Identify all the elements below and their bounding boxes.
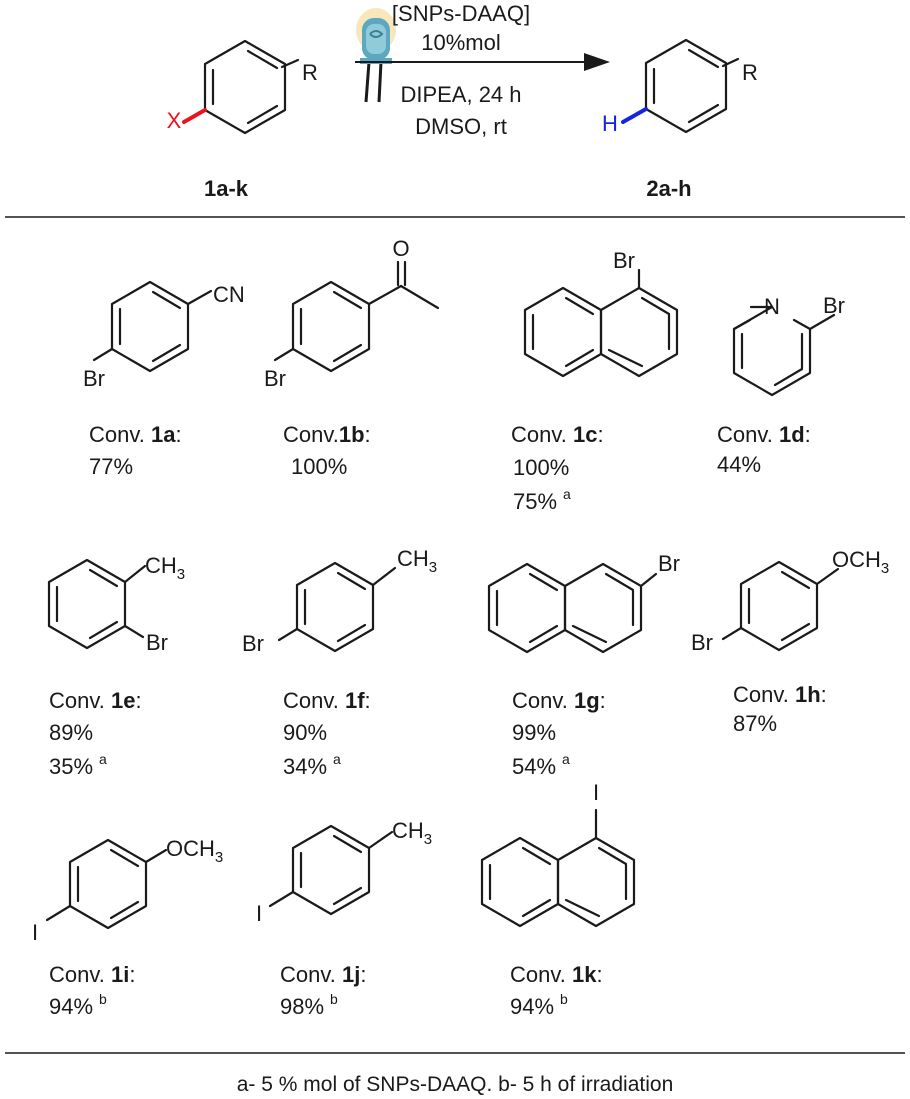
svg-text:Conv. 1e:: Conv. 1e: (49, 688, 142, 713)
svg-text:54%a: 54%a (512, 751, 570, 779)
h-bond (621, 107, 648, 124)
svg-text:Conv. 1c:: Conv. 1c: (511, 422, 604, 447)
base-time-text: DIPEA, 24 h (400, 82, 521, 107)
conv-1c-value-a: 75%a (513, 486, 571, 514)
1b-br-atom: Br (264, 366, 286, 391)
reactant-structure: X R (167, 39, 318, 135)
structure-1b: O Br (264, 236, 440, 391)
1f-br-atom: Br (242, 631, 264, 656)
structure-1a: CN Br (83, 280, 245, 391)
conversion-1d: Conv. 1d: 44% (717, 422, 811, 477)
conversion-1f: Conv. 1f: 90% 34%a (283, 688, 371, 779)
1j-ch3-atom: CH3 (392, 818, 432, 848)
structure-1c: Br (523, 248, 679, 378)
structure-1h: OCH3 Br (691, 547, 889, 655)
structure-1d: N Br (732, 293, 845, 397)
conv-1d-value: 44% (717, 452, 761, 477)
svg-text:87%: 87% (733, 711, 777, 736)
1h-och3-atom: OCH3 (832, 547, 889, 577)
conversion-1e: Conv. 1e: 89% 35%a (49, 688, 142, 779)
svg-text:Conv. 1f:: Conv. 1f: (283, 688, 371, 713)
structure-1g: Br (487, 551, 680, 654)
conversion-1k: Conv. 1k: 94%b (510, 962, 603, 1019)
structure-1j: CH3 I (256, 818, 432, 926)
svg-text:90%: 90% (283, 720, 327, 745)
1i-i-atom: I (32, 920, 38, 945)
reactant-r-group: R (302, 60, 318, 85)
svg-text:Conv.1b:: Conv.1b: (283, 422, 371, 447)
conv-1b-value: 100% (291, 454, 347, 479)
1c-br-atom: Br (613, 248, 635, 273)
reactant-label: 1a-k (204, 176, 249, 201)
svg-text:Conv. 1h:: Conv. 1h: (733, 682, 827, 707)
1b-o-atom: O (392, 236, 409, 261)
1f-ch3-atom: CH3 (397, 546, 437, 576)
product-h-atom: H (602, 111, 618, 136)
catalyst-text: [SNPs-DAAQ] (392, 1, 530, 26)
svg-text:94%b: 94%b (49, 991, 107, 1019)
structure-1k: I (480, 780, 636, 928)
reaction-arrow (355, 53, 610, 71)
product-label: 2a-h (646, 176, 691, 201)
x-bond (182, 108, 207, 124)
1d-n-atom: N (764, 294, 780, 319)
conversion-1c: Conv. 1c: 100% 75%a (511, 422, 604, 514)
product-structure: H R (602, 38, 758, 136)
conversion-1h: Conv. 1h: 87% (733, 682, 827, 736)
conversion-1g: Conv. 1g: 99% 54%a (512, 688, 606, 779)
1a-cn-atom: CN (213, 282, 245, 307)
1e-ch3-atom: CH3 (145, 553, 185, 583)
led-lamp-icon (356, 8, 396, 103)
svg-text:Conv. 1g:: Conv. 1g: (512, 688, 606, 713)
conv-1c-value: 100% (513, 455, 569, 480)
svg-text:89%: 89% (49, 720, 93, 745)
svg-text:34%a: 34%a (283, 751, 341, 779)
1a-br-atom: Br (83, 366, 105, 391)
structure-1e: CH3 Br (47, 553, 185, 655)
1g-br-atom: Br (658, 551, 680, 576)
solvent-temp-text: DMSO, rt (415, 114, 507, 139)
conversion-1i: Conv. 1i: 94%b (49, 962, 135, 1019)
reactant-x-atom: X (167, 108, 182, 133)
footnote: a- 5 % mol of SNPs-DAAQ. b- 5 h of irrad… (237, 1073, 674, 1096)
1d-br-atom: Br (823, 293, 845, 318)
conversion-1j: Conv. 1j: 98%b (280, 962, 366, 1019)
1e-br-atom: Br (146, 630, 168, 655)
conversion-1b: Conv.1b: 100% (283, 422, 371, 479)
1h-br-atom: Br (691, 630, 713, 655)
svg-text:98%b: 98%b (280, 991, 338, 1019)
conv-1a-value: 77% (89, 454, 133, 479)
structure-1i: OCH3 I (32, 836, 223, 945)
1i-och3-atom: OCH3 (166, 836, 223, 866)
1k-i-atom: I (593, 780, 599, 805)
svg-text:35%a: 35%a (49, 751, 107, 779)
1j-i-atom: I (256, 901, 262, 926)
product-r-group: R (742, 60, 758, 85)
svg-text:Conv. 1i:: Conv. 1i: (49, 962, 135, 987)
svg-text:94%b: 94%b (510, 991, 568, 1019)
svg-text:Conv. 1j:: Conv. 1j: (280, 962, 366, 987)
svg-text:Conv. 1k:: Conv. 1k: (510, 962, 603, 987)
svg-text:99%: 99% (512, 720, 556, 745)
svg-text:Conv. 1d:: Conv. 1d: (717, 422, 811, 447)
structure-1f: CH3 Br (242, 546, 437, 656)
svg-text:Conv. 1a:: Conv. 1a: (89, 422, 182, 447)
conversion-1a: Conv. 1a: 77% (89, 422, 182, 479)
catalyst-loading-text: 10%mol (421, 30, 500, 55)
